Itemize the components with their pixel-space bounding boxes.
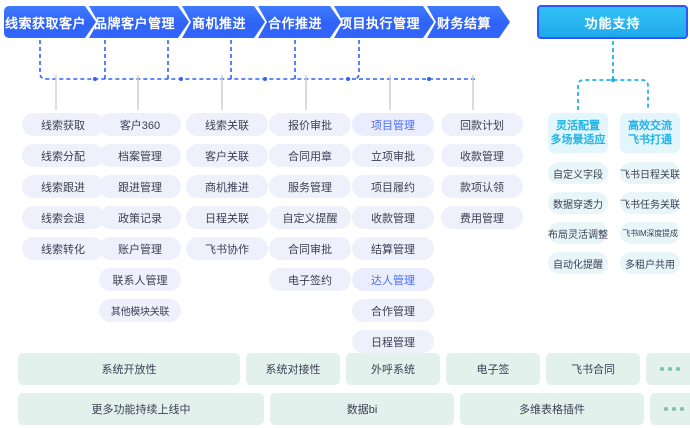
- support-column-title: 灵活配置多场景适应: [548, 113, 608, 153]
- ellipsis-icon: [664, 407, 684, 411]
- feature-pill[interactable]: 联系人管理: [99, 268, 181, 291]
- pill-column-1: 线索获取线索分配线索跟进线索会退线索转化: [22, 113, 104, 268]
- capability-cell[interactable]: 系统对接性: [246, 353, 340, 385]
- capability-cell[interactable]: 飞书合同: [546, 353, 640, 385]
- feature-pill[interactable]: 飞书协作: [186, 237, 268, 260]
- support-column-title: 高效交流飞书打通: [620, 113, 680, 153]
- capability-cell[interactable]: 系统开放性: [18, 353, 240, 385]
- feature-pill[interactable]: 结算管理: [352, 237, 434, 260]
- stage-chevron-label: 线索获取客户: [4, 15, 86, 31]
- support-title-line-2: 多场景适应: [550, 134, 606, 146]
- feature-pill[interactable]: 线索跟进: [22, 175, 104, 198]
- support-pill[interactable]: 飞书日程关联: [620, 162, 680, 184]
- support-column-2: 高效交流飞书打通飞书日程关联飞书任务关联飞书IM深度提成多租户共用: [620, 113, 680, 282]
- stage-chevron-label: 商机推进: [191, 15, 246, 31]
- support-pill[interactable]: 布局灵活调整: [548, 222, 608, 244]
- feature-pill[interactable]: 报价审批: [269, 113, 351, 136]
- stage-chevron-label: 合作推进: [267, 15, 322, 31]
- stage-chevron-1[interactable]: 线索获取客户: [4, 6, 96, 38]
- capability-cell[interactable]: 更多功能持续上线中: [18, 393, 264, 425]
- support-pill[interactable]: 数据穿透力: [548, 192, 608, 214]
- feature-pill[interactable]: 收款管理: [441, 144, 523, 167]
- feature-pill[interactable]: 线索转化: [22, 237, 104, 260]
- stage-chevron-label: 品牌客户管理: [93, 15, 175, 31]
- feature-pill[interactable]: 合同审批: [269, 237, 351, 260]
- support-pill[interactable]: 自定义字段: [548, 162, 608, 184]
- feature-pill[interactable]: 日程管理: [352, 330, 434, 353]
- stage-chevron-label: 项目执行管理: [338, 15, 420, 31]
- support-pill[interactable]: 飞书IM深度提成: [620, 222, 680, 244]
- feature-pill[interactable]: 款项认领: [441, 175, 523, 198]
- feature-pill[interactable]: 线索会退: [22, 206, 104, 229]
- stage-chevron-label: 财务结算: [436, 15, 491, 31]
- feature-pill[interactable]: 自定义提醒: [269, 206, 351, 229]
- feature-pill[interactable]: 客户360: [99, 113, 181, 136]
- pill-column-6: 回款计划收款管理款项认领费用管理: [441, 113, 523, 237]
- support-pill[interactable]: 自动化提醒: [548, 252, 608, 274]
- feature-pill[interactable]: 项目管理: [352, 113, 434, 136]
- stage-chevron-5[interactable]: 项目执行管理: [334, 6, 434, 38]
- feature-pill[interactable]: 日程关联: [186, 206, 268, 229]
- feature-pill[interactable]: 服务管理: [269, 175, 351, 198]
- feature-pill[interactable]: 线索关联: [186, 113, 268, 136]
- support-header-label: 功能支持: [584, 15, 641, 31]
- feature-pill[interactable]: 合作管理: [352, 299, 434, 322]
- capability-cell[interactable]: 多维表格插件: [460, 393, 644, 425]
- stage-chevron-3[interactable]: 商机推进: [182, 6, 265, 38]
- feature-pill[interactable]: 回款计划: [441, 113, 523, 136]
- pill-column-4: 报价审批合同用章服务管理自定义提醒合同审批电子签约: [269, 113, 351, 299]
- support-pill[interactable]: 多租户共用: [620, 252, 680, 274]
- capability-cell[interactable]: 外呼系统: [346, 353, 440, 385]
- support-pill[interactable]: 飞书任务关联: [620, 192, 680, 214]
- feature-pill[interactable]: 线索获取: [22, 113, 104, 136]
- pill-column-3: 线索关联客户关联商机推进日程关联飞书协作: [186, 113, 268, 268]
- pill-column-2: 客户360 档案管理跟进管理政策记录账户管理联系人管理其他模块关联: [99, 113, 181, 330]
- support-title-line-2: 飞书打通: [628, 134, 672, 146]
- support-title-line-1: 高效交流: [628, 120, 672, 132]
- feature-pill[interactable]: 收款管理: [352, 206, 434, 229]
- pill-column-5: 项目管理立项审批项目履约收款管理结算管理达人管理合作管理日程管理: [352, 113, 434, 361]
- feature-pill[interactable]: 其他模块关联: [99, 299, 181, 322]
- feature-pill[interactable]: 项目履约: [352, 175, 434, 198]
- more-options-icon[interactable]: [646, 353, 690, 385]
- support-header-box[interactable]: 功能支持: [537, 5, 688, 39]
- feature-pill[interactable]: 商机推进: [186, 175, 268, 198]
- feature-pill[interactable]: 跟进管理: [99, 175, 181, 198]
- feature-pill[interactable]: 合同用章: [269, 144, 351, 167]
- support-column-1: 灵活配置多场景适应自定义字段数据穿透力布局灵活调整自动化提醒: [548, 113, 608, 282]
- stage-chevron-2[interactable]: 品牌客户管理: [89, 6, 189, 38]
- feature-pill[interactable]: 立项审批: [352, 144, 434, 167]
- feature-pill[interactable]: 达人管理: [352, 268, 434, 291]
- feature-pill[interactable]: 线索分配: [22, 144, 104, 167]
- feature-pill[interactable]: 账户管理: [99, 237, 181, 260]
- feature-pill[interactable]: 电子签约: [269, 268, 351, 291]
- ellipsis-icon: [660, 367, 680, 371]
- support-title-line-1: 灵活配置: [556, 120, 600, 132]
- feature-pill[interactable]: 客户关联: [186, 144, 268, 167]
- capability-cell[interactable]: 数据bi: [270, 393, 454, 425]
- stage-chevron-4[interactable]: 合作推进: [258, 6, 341, 38]
- more-options-icon[interactable]: [650, 393, 690, 425]
- stage-chevron-6[interactable]: 财务结算: [427, 6, 510, 38]
- bottom-row-1: 系统开放性系统对接性外呼系统电子签飞书合同: [18, 353, 690, 385]
- feature-pill[interactable]: 政策记录: [99, 206, 181, 229]
- feature-pill[interactable]: 档案管理: [99, 144, 181, 167]
- capability-cell[interactable]: 电子签: [446, 353, 540, 385]
- feature-pill[interactable]: 费用管理: [441, 206, 523, 229]
